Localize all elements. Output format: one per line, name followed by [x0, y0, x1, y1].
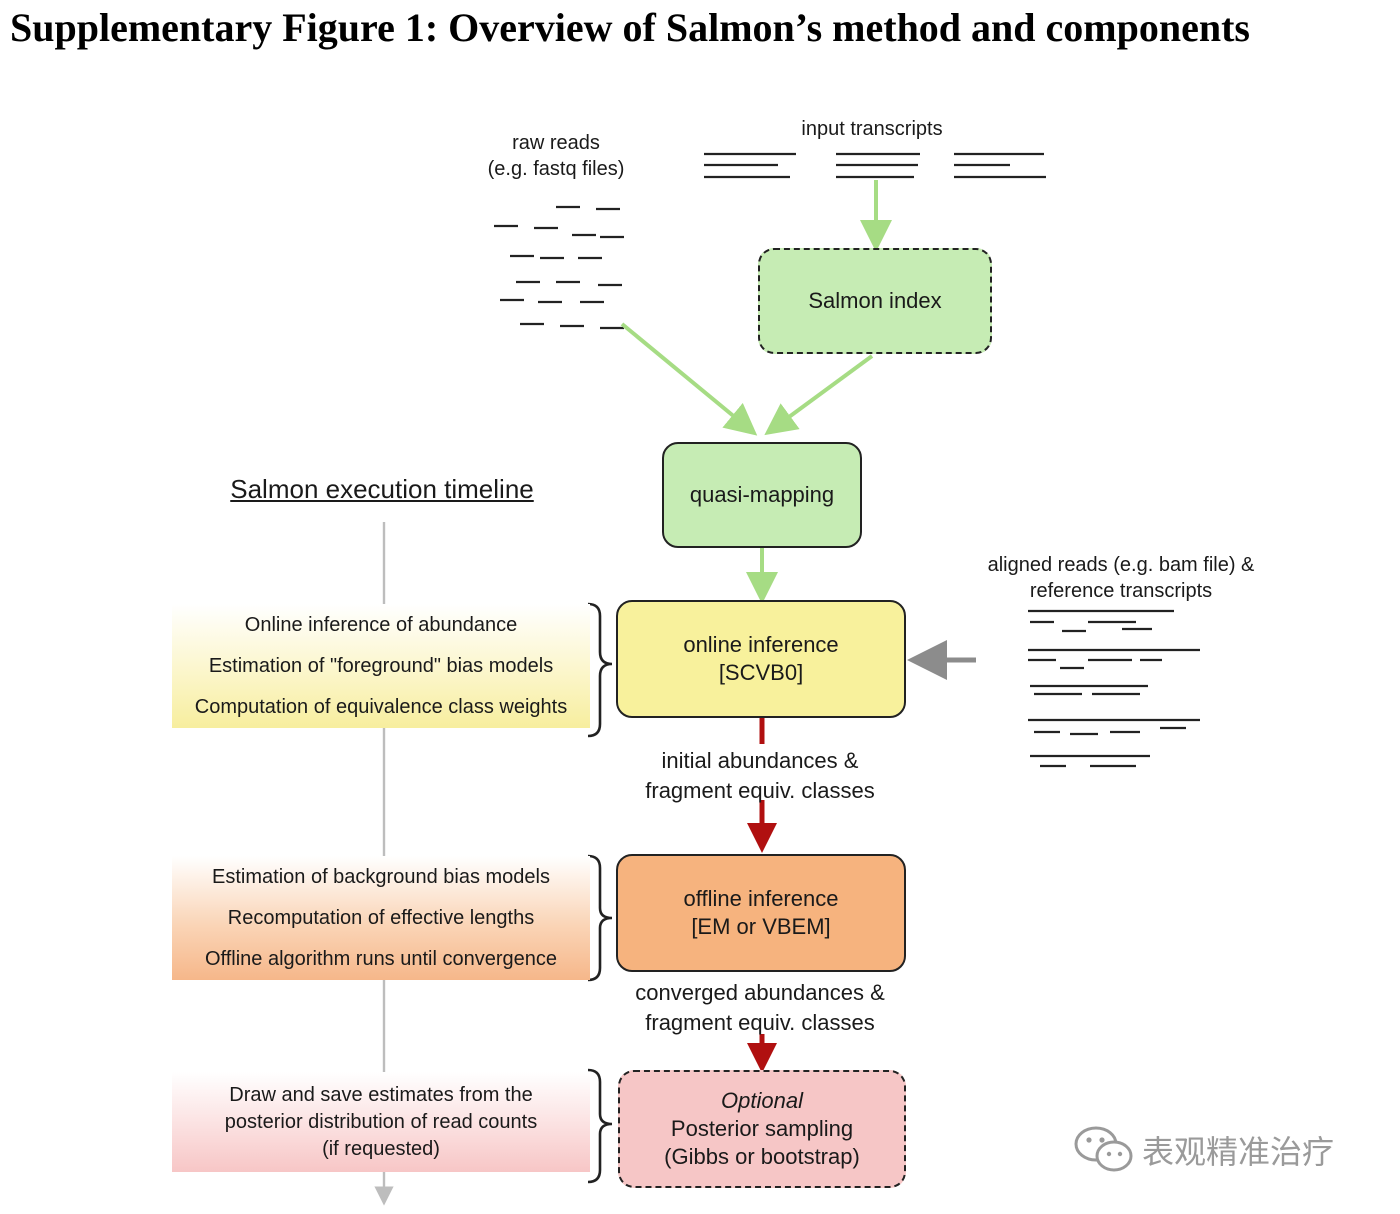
posterior-sampling-node: Optional Posterior sampling (Gibbs or bo…: [618, 1070, 906, 1188]
figure-title: Supplementary Figure 1: Overview of Salm…: [10, 5, 1250, 50]
arrow-index-to-quasi: [764, 354, 874, 436]
input-transcripts-label: input transcripts: [801, 118, 943, 140]
timeline-offline-band: Estimation of background bias models Rec…: [172, 856, 590, 980]
salmon-index-node: Salmon index: [758, 248, 992, 354]
timeline-step: Online inference of abundance: [244, 613, 518, 636]
online-inference-node: online inference [SCVB0]: [616, 600, 906, 718]
timeline-step: Recomputation of effective lengths: [227, 906, 535, 929]
timeline-step: Estimation of background bias models: [212, 865, 550, 888]
timeline-step: posterior distribution of read counts: [224, 1110, 538, 1133]
timeline-step: Offline algorithm runs until convergence: [204, 947, 558, 970]
timeline-step: Draw and save estimates from the: [229, 1083, 533, 1106]
timeline-step: Computation of equivalence class weights: [194, 695, 568, 718]
timeline-step: Estimation of "foreground" bias models: [208, 654, 554, 677]
brace-offline: [587, 854, 613, 982]
aligned-reads-label: aligned reads (e.g. bam file) & referenc…: [987, 554, 1255, 602]
aligned-reads-glyph: [1028, 609, 1200, 768]
watermark-text: 表观精准治疗: [1142, 1134, 1335, 1170]
braces: [587, 602, 613, 1184]
brace-online: [587, 602, 613, 738]
timeline-step: (if requested): [322, 1137, 440, 1160]
green-arrows: [620, 180, 892, 604]
wechat-icon: [1074, 1126, 1133, 1172]
arrow-reads-to-quasi: [620, 322, 758, 436]
offline-inference-node: offline inference [EM or VBEM]: [616, 854, 906, 972]
input-transcripts-glyph: [704, 152, 1046, 179]
watermark: 表观精准治疗: [1072, 1124, 1334, 1176]
timeline-title: Salmon execution timeline: [230, 474, 534, 504]
brace-posterior: [587, 1068, 613, 1184]
raw-reads-label: raw reads (e.g. fastq files): [487, 132, 625, 180]
edge-label-converged-abundances: converged abundances & fragment equiv. c…: [635, 980, 885, 1035]
timeline-online-band: Online inference of abundance Estimation…: [172, 604, 590, 728]
quasi-mapping-node: quasi-mapping: [662, 442, 862, 548]
timeline-posterior-band: Draw and save estimates from the posteri…: [172, 1072, 590, 1172]
raw-reads-glyph: [494, 205, 624, 330]
edge-label-initial-abundances: initial abundances & fragment equiv. cla…: [645, 748, 875, 803]
